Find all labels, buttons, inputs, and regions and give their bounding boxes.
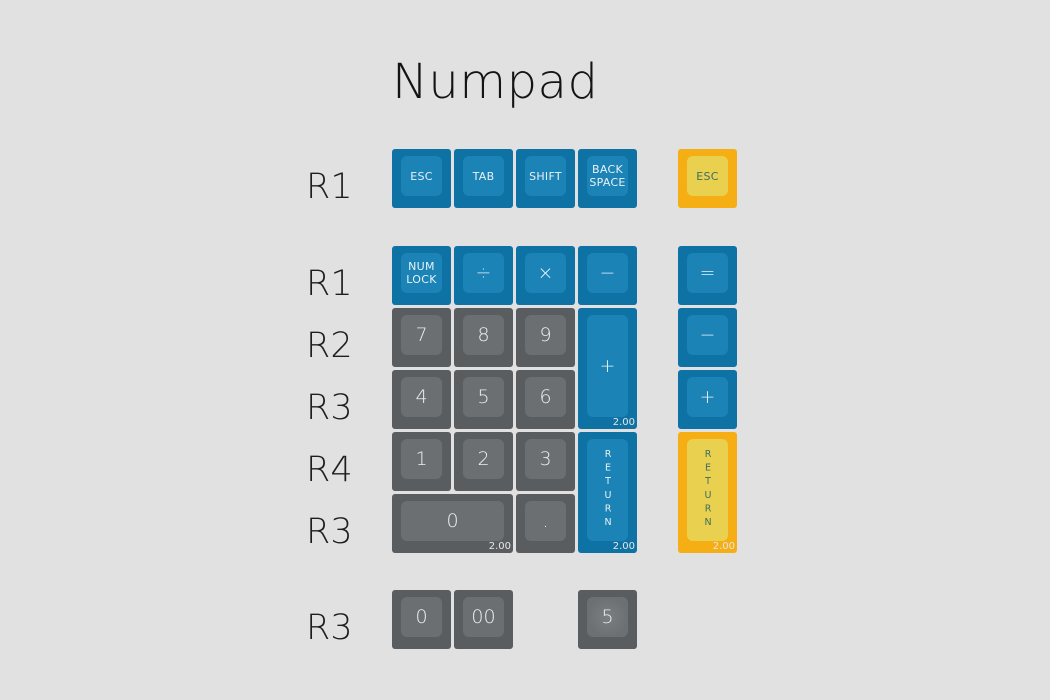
five-alt-key[interactable]: 5: [578, 590, 637, 649]
multiply-key[interactable]: ×: [516, 246, 575, 305]
dot-key[interactable]: .: [516, 494, 575, 553]
double-zero-key-label: 00: [463, 597, 504, 637]
nine-key-label: 9: [525, 315, 566, 355]
esc-key[interactable]: ESC: [392, 149, 451, 208]
plus-key[interactable]: + 2.00: [578, 308, 637, 429]
row-label-r1-function: R1: [306, 167, 353, 207]
three-key[interactable]: 3: [516, 432, 575, 491]
esc-key-label: ESC: [401, 156, 442, 196]
equals-key[interactable]: =: [678, 246, 737, 305]
minus-key[interactable]: −: [578, 246, 637, 305]
numlock-key-label: NUM LOCK: [401, 253, 442, 293]
return-alt-key[interactable]: RETURN 2.00: [678, 432, 737, 553]
equals-key-label: =: [687, 253, 728, 293]
backspace-key[interactable]: BACK SPACE: [578, 149, 637, 208]
tab-key-label: TAB: [463, 156, 504, 196]
seven-key-label: 7: [401, 315, 442, 355]
page-title: Numpad: [392, 54, 599, 110]
esc-alt-key[interactable]: ESC: [678, 149, 737, 208]
zero-key[interactable]: 0 2.00: [392, 494, 513, 553]
seven-key[interactable]: 7: [392, 308, 451, 367]
row-label-r4: R4: [306, 450, 353, 490]
minus-alt-key-label: −: [687, 315, 728, 355]
shift-key[interactable]: SHIFT: [516, 149, 575, 208]
row-label-r3-extras: R3: [306, 608, 353, 648]
row-label-r2: R2: [306, 326, 353, 366]
numlock-key[interactable]: NUM LOCK: [392, 246, 451, 305]
five-key-label: 5: [463, 377, 504, 417]
one-key[interactable]: 1: [392, 432, 451, 491]
one-key-label: 1: [401, 439, 442, 479]
return-key-size: 2.00: [612, 541, 635, 552]
shift-key-label: SHIFT: [525, 156, 566, 196]
plus-alt-key-label: +: [687, 377, 728, 417]
return-alt-key-label: RETURN: [687, 439, 728, 541]
two-key-label: 2: [463, 439, 504, 479]
backspace-key-label: BACK SPACE: [587, 156, 628, 196]
dot-key-label: .: [525, 501, 566, 541]
four-key-label: 4: [401, 377, 442, 417]
divide-key[interactable]: ÷: [454, 246, 513, 305]
row-label-r3-bottom: R3: [306, 512, 353, 552]
return-alt-key-size: 2.00: [712, 541, 735, 552]
row-label-r3: R3: [306, 388, 353, 428]
zero-alt-key-label: 0: [401, 597, 442, 637]
five-alt-key-label: 5: [587, 597, 628, 637]
zero-alt-key[interactable]: 0: [392, 590, 451, 649]
eight-key-label: 8: [463, 315, 504, 355]
zero-key-label: 0: [401, 501, 504, 541]
nine-key[interactable]: 9: [516, 308, 575, 367]
minus-key-label: −: [587, 253, 628, 293]
return-key[interactable]: RETURN 2.00: [578, 432, 637, 553]
six-key[interactable]: 6: [516, 370, 575, 429]
eight-key[interactable]: 8: [454, 308, 513, 367]
two-key[interactable]: 2: [454, 432, 513, 491]
esc-alt-key-label: ESC: [687, 156, 728, 196]
six-key-label: 6: [525, 377, 566, 417]
divide-key-label: ÷: [463, 253, 504, 293]
zero-key-size: 2.00: [488, 541, 511, 552]
plus-key-size: 2.00: [612, 417, 635, 428]
plus-key-label: +: [587, 315, 628, 417]
five-key[interactable]: 5: [454, 370, 513, 429]
multiply-key-label: ×: [525, 253, 566, 293]
double-zero-key[interactable]: 00: [454, 590, 513, 649]
minus-alt-key[interactable]: −: [678, 308, 737, 367]
return-key-label: RETURN: [587, 439, 628, 541]
plus-alt-key[interactable]: +: [678, 370, 737, 429]
four-key[interactable]: 4: [392, 370, 451, 429]
three-key-label: 3: [525, 439, 566, 479]
row-label-r1: R1: [306, 264, 353, 304]
tab-key[interactable]: TAB: [454, 149, 513, 208]
